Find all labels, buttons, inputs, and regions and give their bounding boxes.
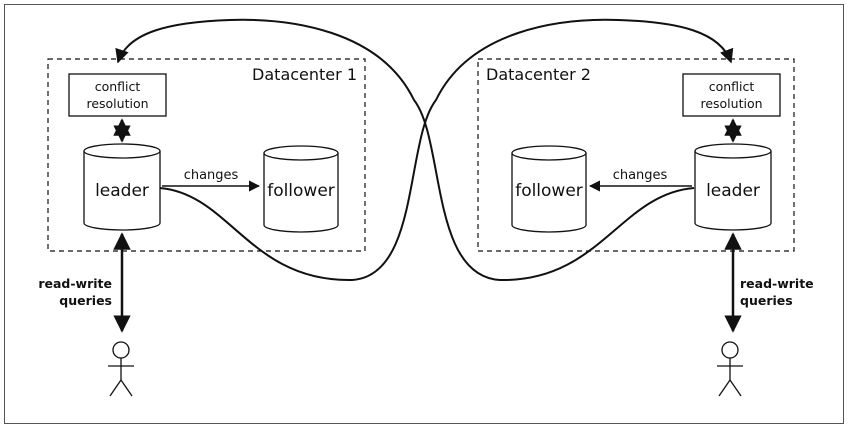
follower-1-label: follower xyxy=(267,181,335,201)
conflict-resolution-2-line1: conflict xyxy=(709,79,755,94)
leader-cylinder-1: leader xyxy=(83,143,161,231)
changes-label-2: changes xyxy=(613,168,668,183)
datacenter-2: Datacenter 2 conflict resolution leader … xyxy=(477,58,814,397)
conflict-resolution-box-2: conflict resolution xyxy=(682,73,781,117)
outer-frame xyxy=(4,4,844,424)
conflict-resolution-1-line2: resolution xyxy=(86,96,148,111)
read-write-label-1: read-write xyxy=(38,276,112,291)
user-figure-1 xyxy=(108,341,134,397)
conflict-resolution-1-line1: conflict xyxy=(95,79,141,94)
datacenter-1-title: Datacenter 1 xyxy=(252,65,357,84)
datacenter-2-title: Datacenter 2 xyxy=(486,65,591,84)
leader-cylinder-2: leader xyxy=(694,143,772,231)
conflict-resolution-box-1: conflict resolution xyxy=(68,73,167,117)
follower-cylinder-2: follower xyxy=(511,145,587,233)
changes-label-1: changes xyxy=(184,168,239,183)
queries-label-1: queries xyxy=(59,293,112,308)
follower-2-label: follower xyxy=(515,181,583,201)
conflict-resolution-2-line2: resolution xyxy=(700,96,762,111)
read-write-label-2: read-write xyxy=(740,276,814,291)
datacenter-1-boundary xyxy=(47,58,366,252)
datacenter-1: Datacenter 1 conflict resolution leader … xyxy=(38,58,366,397)
queries-label-2: queries xyxy=(740,293,793,308)
replication-curve-1-to-2 xyxy=(159,18,734,282)
leader-1-label: leader xyxy=(95,181,149,201)
follower-cylinder-1: follower xyxy=(263,145,339,233)
replication-curve-2-to-1 xyxy=(115,18,695,282)
leader-2-label: leader xyxy=(706,181,760,201)
user-figure-2 xyxy=(717,341,743,397)
datacenter-2-boundary xyxy=(477,58,795,252)
